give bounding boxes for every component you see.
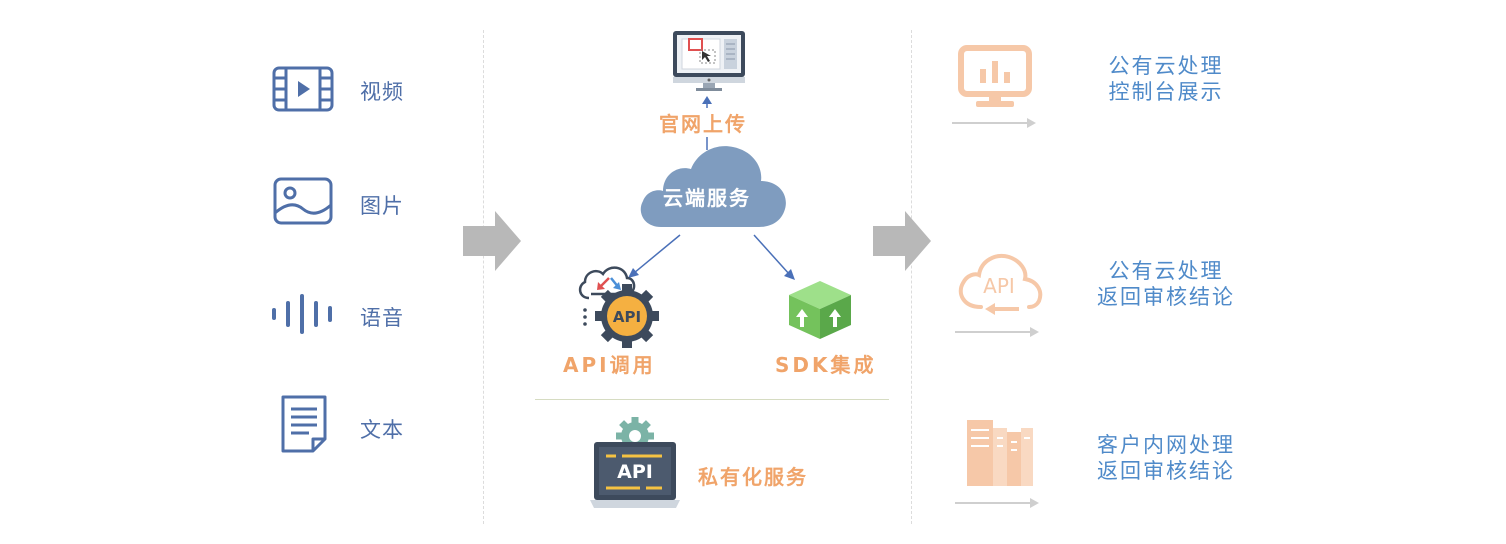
audio-wave-icon (272, 294, 332, 334)
api-gear-text: API (613, 308, 641, 326)
input-label-video: 视频 (360, 80, 404, 104)
flow-arrow-right-icon (463, 211, 521, 271)
output-public-api-line1: 公有云处理 (1108, 259, 1224, 283)
output-console-line2: 控制台展示 (1108, 80, 1224, 104)
dashboard-monitor-icon (958, 45, 1032, 107)
image-icon (273, 177, 333, 225)
separator-right (911, 30, 912, 524)
output-arrow (955, 498, 1039, 508)
cloud-service-label: 云端服务 (663, 186, 751, 210)
input-label-image: 图片 (360, 194, 404, 218)
flow-arrow-right-icon (873, 211, 931, 271)
laptop-api-icon: API (590, 417, 680, 508)
video-icon (272, 66, 334, 112)
monitor-icon (673, 31, 745, 91)
output-public-api-line2: 返回审核结论 (1097, 285, 1235, 309)
connector-arrow (753, 234, 795, 280)
output-console-text: 公有云处理 控制台展示 (1086, 53, 1246, 105)
api-cloud-text: API (983, 274, 1015, 298)
output-public-api-text: 公有云处理 返回审核结论 (1086, 258, 1246, 310)
output-private-net-text: 客户内网处理 返回审核结论 (1080, 432, 1252, 484)
sdk-box-icon (789, 281, 851, 339)
private-service-label: 私有化服务 (698, 465, 808, 489)
api-call-label: API调用 (563, 353, 656, 377)
server-rack-icon (967, 420, 1033, 486)
document-icon (281, 395, 327, 453)
output-arrow (952, 118, 1036, 128)
output-private-net-line2: 返回审核结论 (1097, 459, 1235, 483)
output-arrow (955, 327, 1039, 337)
connector-arrow (628, 234, 681, 278)
output-private-net-line1: 客户内网处理 (1097, 433, 1235, 457)
center-divider (535, 399, 889, 400)
api-cloud-icon: API (958, 254, 1043, 315)
laptop-api-text: API (617, 461, 653, 483)
separator-left (483, 30, 484, 524)
cloud-icon (640, 146, 786, 227)
sdk-label: SDK集成 (775, 353, 877, 377)
output-console-line1: 公有云处理 (1108, 54, 1224, 78)
input-label-audio: 语音 (360, 306, 404, 330)
upload-label: 官网上传 (657, 108, 749, 137)
input-label-text: 文本 (360, 418, 404, 442)
api-gear-icon: API (578, 266, 659, 348)
